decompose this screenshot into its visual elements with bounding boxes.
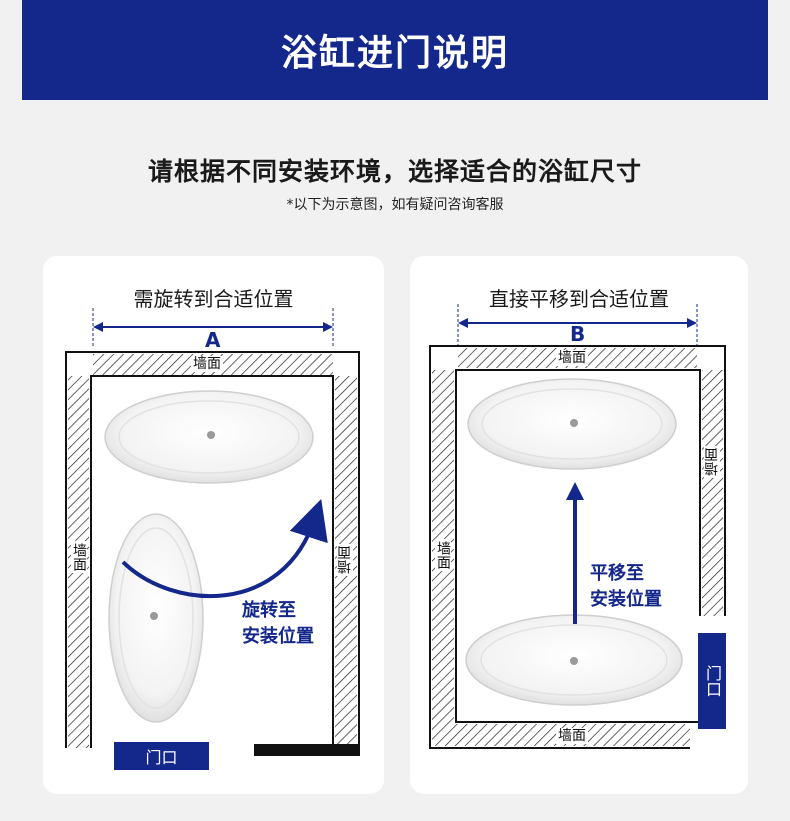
- dimension-letter-a: A: [205, 328, 221, 352]
- right-door: 门口: [698, 633, 726, 729]
- move-label-line1: 平移至: [590, 563, 644, 584]
- left-panel-heading: 需旋转到合适位置: [133, 287, 294, 311]
- right-wall-top-label: 墙面: [556, 350, 588, 366]
- disclaimer-note: *以下为示意图，如有疑问咨询客服: [286, 197, 504, 213]
- left-wall-left-label: 墙面: [71, 541, 87, 573]
- rotate-label-line2: 安装位置: [242, 626, 314, 647]
- left-diagram: [65, 308, 360, 756]
- right-panel: 直接平移到合适位置 B 墙面 墙面 墙面 墙面 平移至 安装位置 门口: [410, 256, 748, 794]
- left-wall-right-label: 墙面: [337, 544, 353, 576]
- left-wall-top-label: 墙面: [191, 356, 223, 372]
- subtitle: 请根据不同安装环境，选择适合的浴缸尺寸: [147, 157, 642, 186]
- page-title: 浴缸进门说明: [280, 33, 509, 74]
- move-label-line2: 安装位置: [590, 589, 662, 610]
- right-wall-left-label: 墙面: [435, 539, 451, 571]
- rotate-label-line1: 旋转至: [242, 600, 296, 621]
- right-diagram: [429, 304, 726, 749]
- header-banner: 浴缸进门说明: [22, 0, 768, 100]
- right-wall-right-label: 墙面: [704, 446, 720, 478]
- left-door: 门口: [114, 742, 209, 770]
- right-panel-heading: 直接平移到合适位置: [489, 287, 669, 311]
- right-wall-bottom-label: 墙面: [556, 728, 588, 744]
- left-panel: 需旋转到合适位置 A 墙面 墙面 墙面 旋转至 安装位置 门口: [43, 256, 384, 794]
- dimension-letter-b: B: [570, 322, 586, 346]
